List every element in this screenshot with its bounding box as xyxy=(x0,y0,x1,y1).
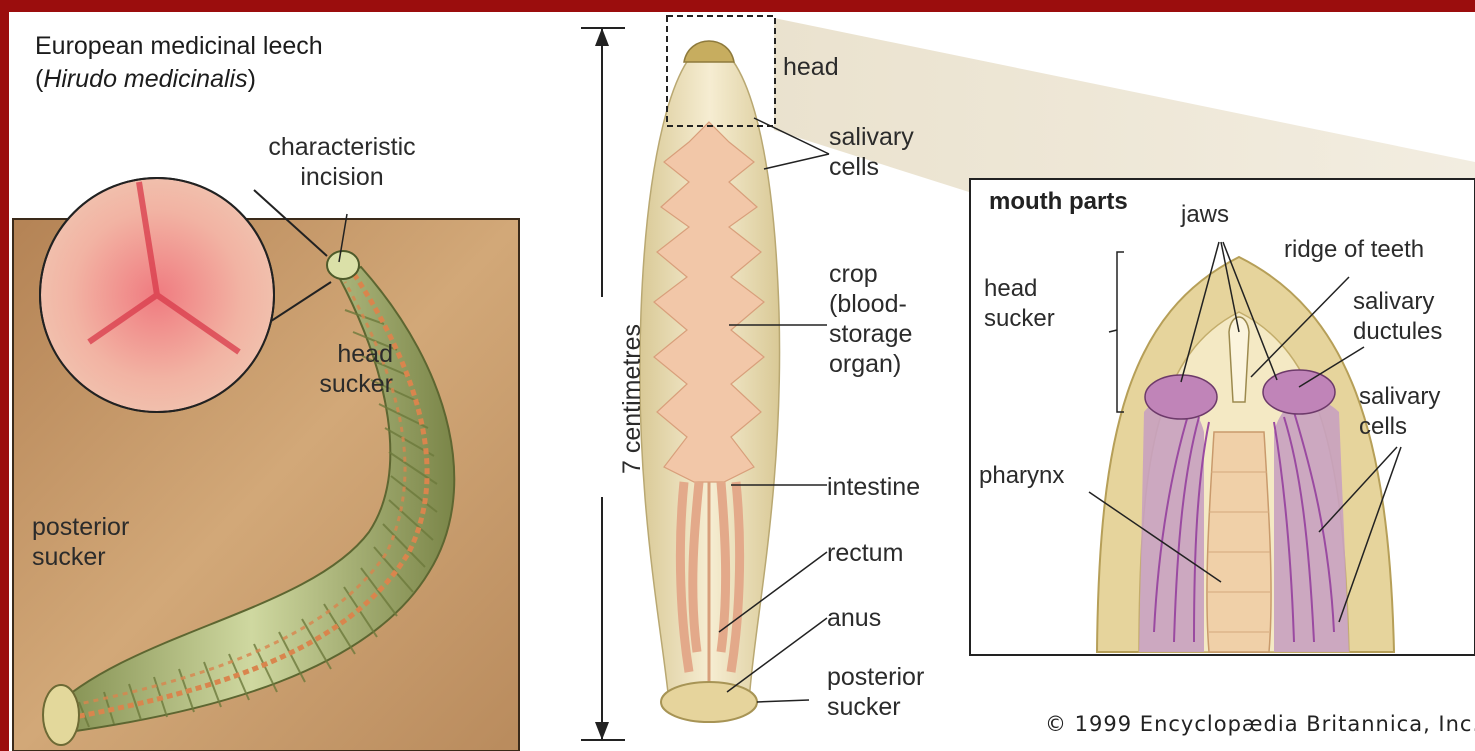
label-intestine: intestine xyxy=(827,472,920,502)
label-ridge-of-teeth: ridge of teeth xyxy=(1284,235,1424,265)
label-characteristic-incision: characteristic incision xyxy=(247,132,437,192)
inset-title: mouth parts xyxy=(989,188,1128,216)
label-posterior-sucker-left: posterior sucker xyxy=(32,512,162,572)
label-salivary-cells-middle: salivary cells xyxy=(829,122,939,182)
copyright: © 1999 Encyclopædia Britannica, Inc. xyxy=(1045,712,1475,736)
title-line-2: (Hirudo medicinalis) xyxy=(35,63,323,96)
leech-head-shape xyxy=(327,251,359,279)
label-head: head xyxy=(783,52,839,82)
label-jaws: jaws xyxy=(1181,200,1229,230)
label-pharynx: pharynx xyxy=(979,461,1064,491)
posterior-sucker-shape xyxy=(43,685,79,745)
jaw-right xyxy=(1263,370,1335,414)
diagram-artwork xyxy=(9,12,1475,751)
label-posterior-sucker-middle: posterior sucker xyxy=(827,662,957,722)
label-salivary-ductules: salivary ductules xyxy=(1353,287,1473,347)
left-panel xyxy=(13,178,519,751)
posterior-sucker-middle xyxy=(661,682,757,722)
label-head-sucker-left: head sucker xyxy=(293,339,393,399)
leech-head-middle xyxy=(684,41,734,62)
label-rectum: rectum xyxy=(827,538,903,568)
pharynx-shape xyxy=(1207,432,1271,652)
title-line-1: European medicinal leech xyxy=(35,30,323,63)
label-anus: anus xyxy=(827,603,881,633)
scale-label: 7 centimetres xyxy=(617,324,647,474)
diagram-frame: European medicinal leech (Hirudo medicin… xyxy=(9,12,1475,751)
species-name: Hirudo medicinalis xyxy=(43,65,247,93)
label-salivary-cells-inset: salivary cells xyxy=(1359,382,1469,442)
label-head-sucker-inset: head sucker xyxy=(984,274,1084,334)
left-title: European medicinal leech (Hirudo medicin… xyxy=(35,30,323,96)
label-crop: crop (blood-storage organ) xyxy=(829,259,949,379)
